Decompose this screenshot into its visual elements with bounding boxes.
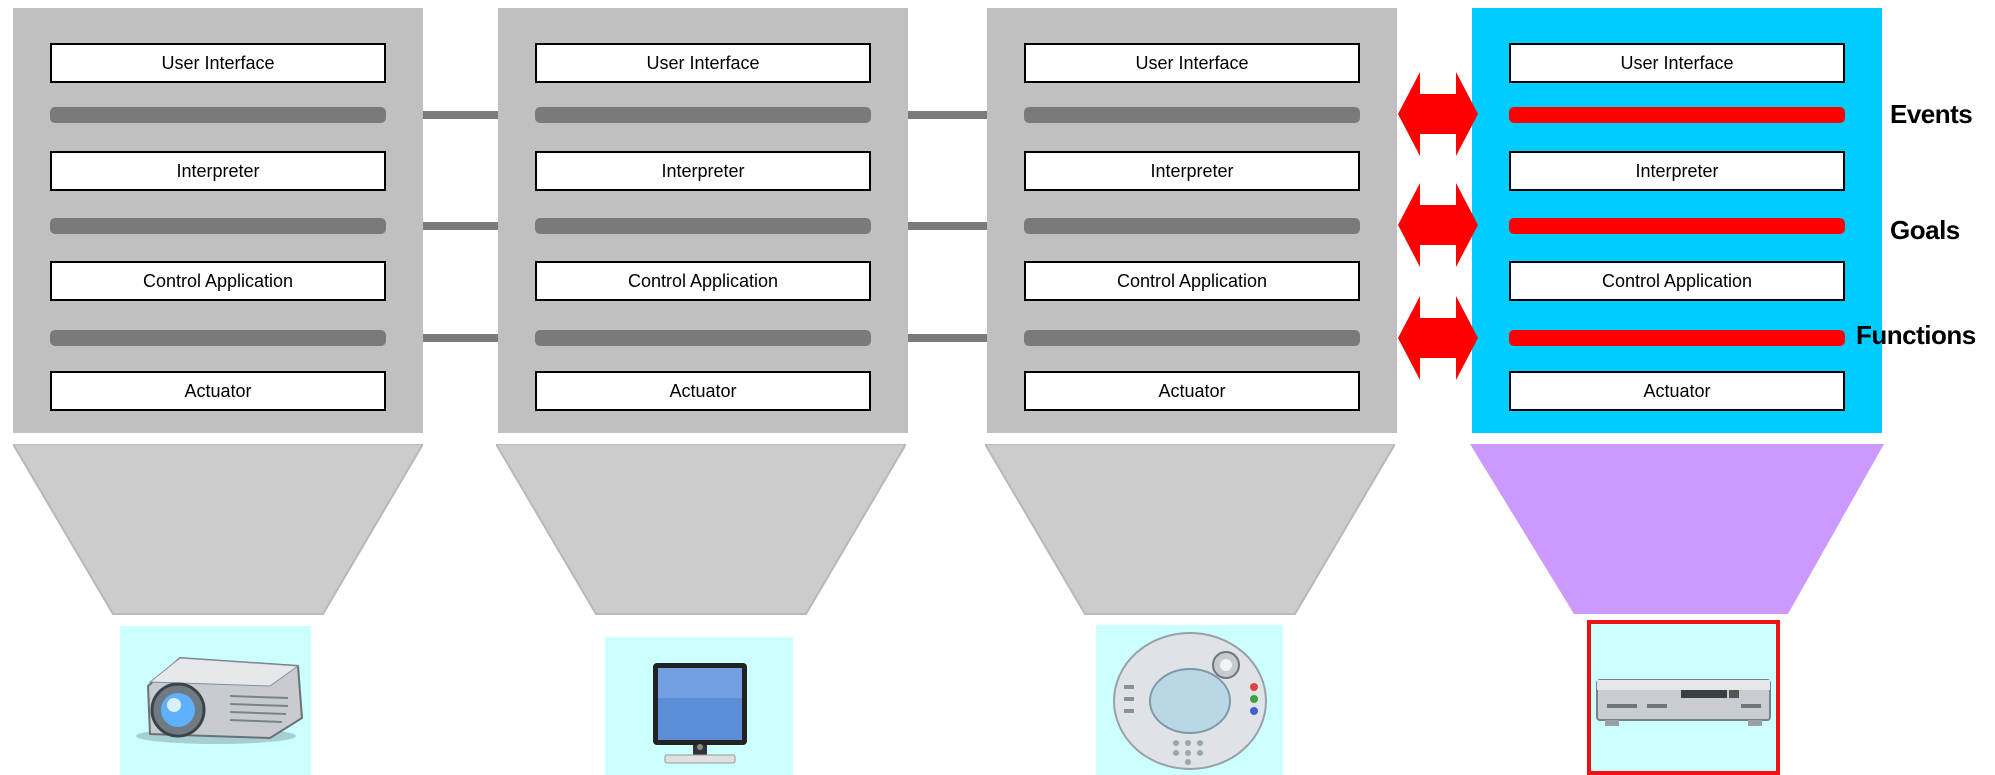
actuator-box: Actuator xyxy=(535,371,871,411)
gray-funnel-1 xyxy=(13,444,423,615)
device-stack-2: User Interface Interpreter Control Appli… xyxy=(498,8,908,433)
device-stack-3: User Interface Interpreter Control Appli… xyxy=(987,8,1397,433)
user-interface-box: User Interface xyxy=(50,43,386,83)
user-interface-box: User Interface xyxy=(1024,43,1360,83)
control-application-box: Control Application xyxy=(1509,261,1845,301)
events-double-arrow-icon xyxy=(1398,72,1478,156)
gray-funnel-3 xyxy=(985,444,1395,615)
events-bus xyxy=(1509,107,1845,123)
interpreter-box: Interpreter xyxy=(535,151,871,191)
interpreter-box: Interpreter xyxy=(50,151,386,191)
events-bus xyxy=(1024,107,1360,123)
goals-bus xyxy=(535,218,871,234)
interpreter-box: Interpreter xyxy=(1509,151,1845,191)
events-bus xyxy=(50,107,386,123)
monitor-device[interactable] xyxy=(605,637,793,775)
functions-bus xyxy=(535,330,871,346)
projector-icon xyxy=(136,656,304,744)
functions-double-arrow-icon xyxy=(1398,296,1478,380)
user-interface-box: User Interface xyxy=(1509,43,1845,83)
goals-bus xyxy=(50,218,386,234)
actuator-box: Actuator xyxy=(1024,371,1360,411)
purple-funnel-4 xyxy=(1470,444,1884,614)
control-application-box: Control Application xyxy=(50,261,386,301)
monitor-icon xyxy=(653,663,747,764)
control-application-box: Control Application xyxy=(1024,261,1360,301)
interpreter-box: Interpreter xyxy=(1024,151,1360,191)
functions-bus xyxy=(1509,330,1845,346)
dvd-player-device-selected[interactable] xyxy=(1587,620,1780,775)
gray-funnel-2 xyxy=(496,444,906,615)
functions-label: Functions xyxy=(1856,320,1976,350)
events-bus xyxy=(535,107,871,123)
goals-bus xyxy=(1509,218,1845,234)
goals-label: Goals xyxy=(1890,215,1960,245)
user-interface-box: User Interface xyxy=(535,43,871,83)
actuator-box: Actuator xyxy=(1509,371,1845,411)
device-stack-1: User Interface Interpreter Control Appli… xyxy=(13,8,423,433)
remote-control-icon xyxy=(1113,632,1267,770)
goals-double-arrow-icon xyxy=(1398,183,1478,267)
goals-bus xyxy=(1024,218,1360,234)
device-stack-4-highlighted: User Interface Interpreter Control Appli… xyxy=(1472,8,1882,433)
events-label: Events xyxy=(1890,99,1973,129)
actuator-box: Actuator xyxy=(50,371,386,411)
control-application-box: Control Application xyxy=(535,261,871,301)
dvd-player-icon xyxy=(1596,679,1771,726)
projector-device[interactable] xyxy=(120,626,311,775)
functions-bus xyxy=(1024,330,1360,346)
functions-bus xyxy=(50,330,386,346)
remote-control-device[interactable] xyxy=(1096,625,1283,775)
